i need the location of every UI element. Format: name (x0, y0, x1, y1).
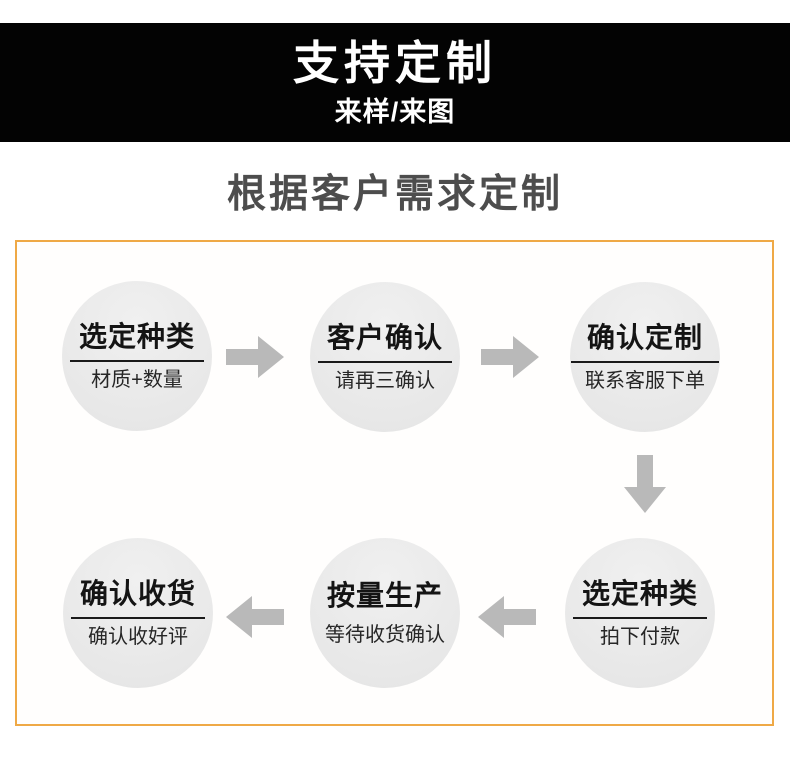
step-subtitle: 拍下付款 (600, 625, 680, 648)
step-title: 确认收货 (79, 577, 196, 609)
step-circle-3: 确认定制 联系客服下单 (570, 282, 720, 432)
step-circle-1: 选定种类 材质+数量 (62, 281, 212, 431)
step-subtitle: 确认收好评 (88, 625, 188, 648)
step-divider (318, 360, 452, 363)
step-circle-4: 选定种类 拍下付款 (565, 538, 715, 688)
arrow-down-icon (624, 455, 666, 513)
flow-diagram-box: 选定种类 材质+数量 客户确认 请再三确认 确认定制 联系客服下单 选定种类 拍… (15, 240, 774, 726)
step-divider (70, 359, 204, 362)
step-subtitle: 材质+数量 (91, 368, 183, 391)
step-circle-2: 客户确认 请再三确认 (310, 282, 460, 432)
step-circle-6: 确认收货 确认收好评 (63, 538, 213, 688)
step-subtitle: 请再三确认 (335, 369, 435, 392)
step-divider (571, 360, 719, 363)
step-title: 客户确认 (326, 321, 443, 353)
step-title: 按量生产 (326, 579, 443, 611)
arrow-left-icon (478, 596, 536, 638)
step-title: 确认定制 (586, 321, 703, 353)
arrow-right-icon (226, 336, 284, 378)
banner-title: 支持定制 (293, 37, 497, 89)
arrow-right-icon (481, 336, 539, 378)
step-divider (71, 616, 205, 619)
page-heading: 根据客户需求定制 (226, 173, 563, 216)
step-circle-5: 按量生产 等待收货确认 (310, 538, 460, 688)
step-title: 选定种类 (581, 577, 698, 609)
arrow-left-icon (226, 596, 284, 638)
step-subtitle: 联系客服下单 (585, 369, 705, 392)
banner-subtitle: 来样/来图 (334, 97, 456, 127)
step-subtitle: 等待收货确认 (325, 623, 445, 646)
step-title: 选定种类 (78, 320, 195, 352)
promo-banner: 支持定制 来样/来图 (0, 23, 790, 142)
step-divider (573, 616, 707, 619)
